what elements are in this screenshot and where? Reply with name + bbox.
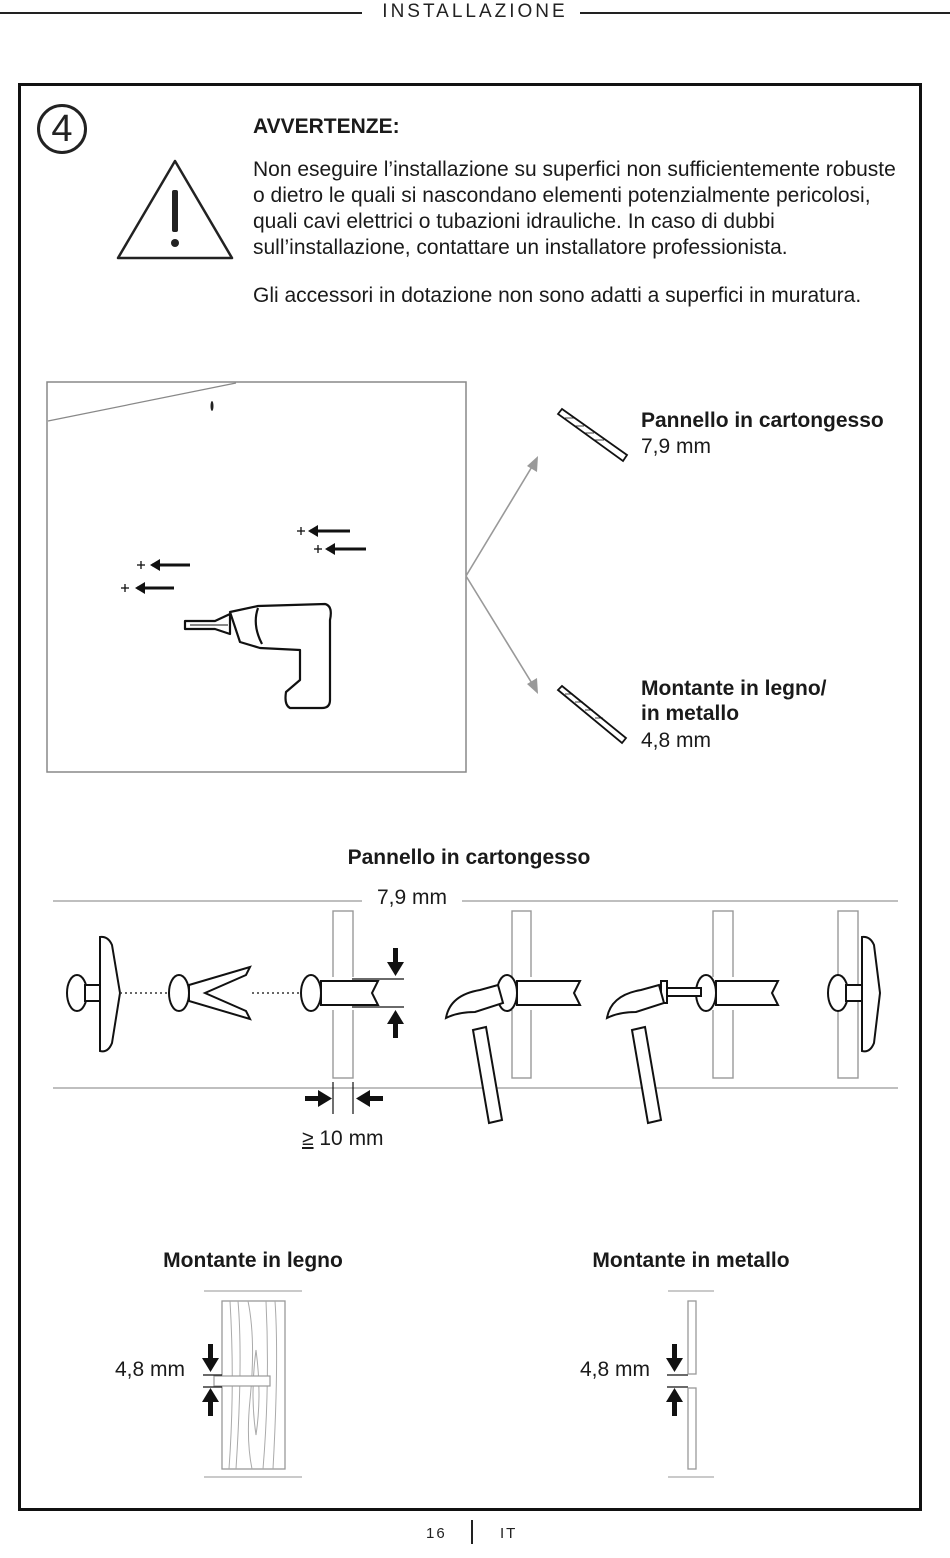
- step-number: 4: [37, 104, 87, 154]
- header-rule-right: [580, 12, 950, 14]
- stud-bit-size: 4,8 mm: [641, 729, 712, 752]
- wood-stud-title: Montante in legno: [163, 1249, 343, 1272]
- instruction-panel: [18, 83, 922, 1511]
- warning-title: AVVERTENZE:: [253, 115, 400, 138]
- anchor-hole-size: 7,9 mm: [377, 886, 448, 909]
- section-title: INSTALLAZIONE: [382, 1, 568, 22]
- metal-stud-size: 4,8 mm: [580, 1358, 651, 1381]
- metal-stud-title: Montante in metallo: [592, 1249, 790, 1272]
- wood-stud-size: 4,8 mm: [115, 1358, 186, 1381]
- stud-bit-title-line2: in metallo: [641, 702, 740, 725]
- stud-bit-title-line1: Montante in legno/: [641, 677, 827, 700]
- drywall-bit-size: 7,9 mm: [641, 435, 712, 458]
- footer-divider: [471, 1520, 473, 1544]
- page-number: 16: [426, 1525, 447, 1542]
- header-rule-left: [0, 12, 362, 14]
- warning-text: Non eseguire l’installazione su superfic…: [253, 158, 896, 259]
- language-code: IT: [500, 1525, 518, 1542]
- drywall-bit-title: Pannello in cartongesso: [641, 409, 884, 432]
- anchor-section-title: Pannello in cartongesso: [347, 846, 591, 869]
- warning-note: Gli accessori in dotazione non sono adat…: [253, 284, 862, 307]
- min-thickness: 10 mm: [319, 1127, 384, 1150]
- min-thickness-label: ≥ 10 mm: [302, 1126, 384, 1151]
- min-prefix: ≥: [302, 1127, 314, 1150]
